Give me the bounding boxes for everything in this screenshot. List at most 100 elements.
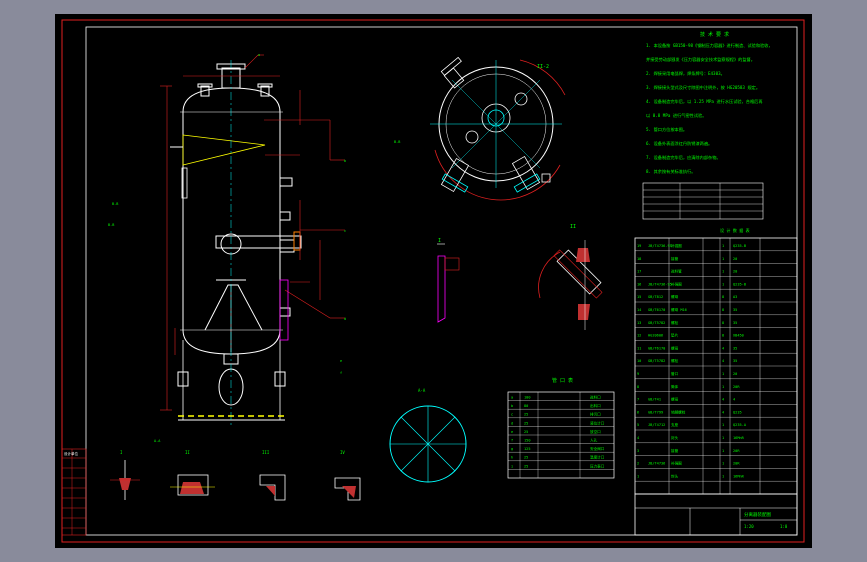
svg-text:II: II	[570, 224, 576, 230]
nozzle-cell-name: 排污口	[590, 412, 601, 417]
nozzle-cell-name: 液位计口	[590, 420, 605, 425]
nozzle-cell-mark: d	[511, 421, 513, 425]
bom-cell-name: 进料管	[671, 269, 682, 274]
bom-cell-name: 补强圈	[671, 281, 682, 286]
left-revision-panel: 设计单位	[61, 448, 87, 536]
magenta-support-plate	[279, 279, 289, 341]
bom-cell-qty: 1	[722, 423, 724, 427]
bom-cell-no: 11	[637, 346, 641, 350]
note-line: 6. 设备外表面涂红丹防锈漆两遍。	[646, 140, 712, 147]
svg-text:I: I	[438, 238, 441, 244]
nozzle-cell-dn: 125	[524, 447, 531, 451]
note-line: 2. 焊接采用电弧焊，焊条牌号：E4303。	[646, 70, 725, 77]
bom-cell-no: 3	[637, 449, 639, 453]
bom-cell-name: 支座	[671, 422, 679, 427]
detail-label-iii: III	[262, 450, 270, 455]
bom-cell-qty: 4	[722, 398, 724, 402]
bom-cell-no: 16	[637, 282, 641, 286]
title-sheet: 1:0	[780, 524, 788, 529]
bom-cell-no: 4	[637, 436, 639, 440]
detail-label-iv: IV	[340, 450, 345, 455]
bom-cell-name: 地脚螺栓	[671, 409, 686, 414]
bom-cell-no: 15	[637, 295, 641, 299]
bom-cell-mat: Q235-A	[733, 423, 747, 427]
vessel-labels: a b c d B-B B-B B-B A-A e f	[108, 53, 400, 443]
bom-cell-no: 1	[637, 474, 639, 478]
bom-cell-mat: Q235-B	[733, 244, 746, 248]
bom-cell-code: GB/T812	[648, 295, 663, 299]
bom-cell-mat: 20R	[733, 449, 740, 453]
nozzle-cell-dn: 150	[524, 438, 531, 442]
bom-cell-name: 螺母	[671, 294, 679, 299]
bom-cell-code: JB/T4712	[648, 423, 665, 427]
nozzle-cell-dn: 80	[524, 404, 528, 408]
bom-cell-code: GB/T6170	[648, 346, 665, 350]
title-scale: 1:20	[744, 524, 754, 529]
nozzle-cell-name: 放空口	[590, 429, 601, 434]
note-line: 4. 设备制造完毕后，以 1.25 MPa 进行水压试验，合格后再	[646, 98, 763, 105]
inlet-cone	[182, 134, 266, 166]
svg-text:d: d	[344, 317, 346, 321]
bom-cell-qty: 1	[722, 385, 724, 389]
bom-cell-code: JB/T4736	[648, 462, 665, 466]
bom-cell-name: 封头	[671, 435, 679, 440]
bom-cell-name: 垫片	[671, 333, 679, 338]
note-line: 以 0.8 MPa 进行气密性试验。	[646, 112, 706, 119]
bom-cell-code: HG20606	[648, 334, 663, 338]
design-data-table	[642, 182, 764, 220]
nozzle-cell-name: 安全阀口	[590, 446, 605, 451]
nozzle-cell-dn: 25	[524, 413, 528, 417]
svg-text:B-B: B-B	[394, 140, 400, 144]
bom-cell-no: 12	[637, 334, 641, 338]
internal-pipe	[215, 235, 302, 249]
svg-text:e: e	[340, 359, 342, 363]
bom-cell-qty: 1	[722, 462, 724, 466]
bom-cell-no: 5	[637, 423, 639, 427]
bom-cell-name: 接管	[671, 448, 679, 453]
svg-text:B-B: B-B	[112, 202, 118, 206]
bom-cell-mat: 20	[733, 257, 737, 261]
bom-cell-name: 螺母	[671, 345, 679, 350]
bom-cell-qty: 4	[722, 346, 724, 350]
nozzle-cell-name: 压力表口	[590, 463, 605, 468]
bom-cell-qty: 1	[722, 270, 724, 274]
note-line: 1. 本设备按 GB150-98《钢制压力容器》进行制造、试验和验收，	[646, 42, 773, 49]
left-panel-label: 设计单位	[64, 451, 78, 456]
nozzle-cell-dn: 25	[524, 421, 528, 425]
demister-cone	[204, 284, 263, 331]
bom-cell-name: 管口	[671, 371, 679, 376]
bom-cell-mat: 20	[733, 270, 737, 274]
nozzle-cell-mark: i	[511, 464, 513, 468]
plan-view-label: II-2	[537, 64, 549, 70]
outer-frame	[61, 19, 805, 543]
bom-cell-no: 14	[637, 308, 641, 312]
bom-cell-qty: 8	[722, 321, 724, 325]
bom-cell-name: 螺栓	[671, 358, 679, 363]
bom-cell-qty: 4	[722, 410, 724, 414]
svg-text:b: b	[344, 159, 346, 163]
bom-cell-name: 筒体	[671, 384, 679, 389]
bom-cell-mat: 35	[733, 321, 737, 325]
nozzle-cell-dn: 25	[524, 456, 528, 460]
bom-cell-no: 10	[637, 359, 641, 363]
notes-title: 技 术 要 求	[700, 31, 729, 38]
bom-cell-name: 螺栓	[671, 320, 679, 325]
bom-cell-code: GB/T5782	[648, 321, 665, 325]
nozzle-cell-mark: e	[511, 430, 513, 434]
note-line: 3. 焊接接头型式及尺寸除图中注明外，按 HG20583 规定。	[646, 84, 760, 91]
bom-cell-no: 19	[637, 244, 641, 248]
nozzle-cell-dn: 100	[524, 395, 531, 399]
bom-cell-mat: 20R	[733, 385, 740, 389]
nozzle-cell-mark: b	[511, 404, 513, 408]
bom-cell-mat: 35	[733, 346, 737, 350]
title-block: 分离器装配图 1:20 1:0	[634, 493, 798, 536]
title-drawing-name: 分离器装配图	[744, 511, 771, 518]
bom-cell-mat: A3	[733, 295, 737, 299]
svg-text:A-A: A-A	[418, 388, 426, 393]
bom-cell-name: 螺母 M16	[671, 307, 687, 312]
nozzle-cell-name: 人孔	[590, 437, 598, 442]
bom-cell-mat: 35	[733, 359, 737, 363]
bom-cell-mat: 16MnR	[733, 474, 745, 478]
